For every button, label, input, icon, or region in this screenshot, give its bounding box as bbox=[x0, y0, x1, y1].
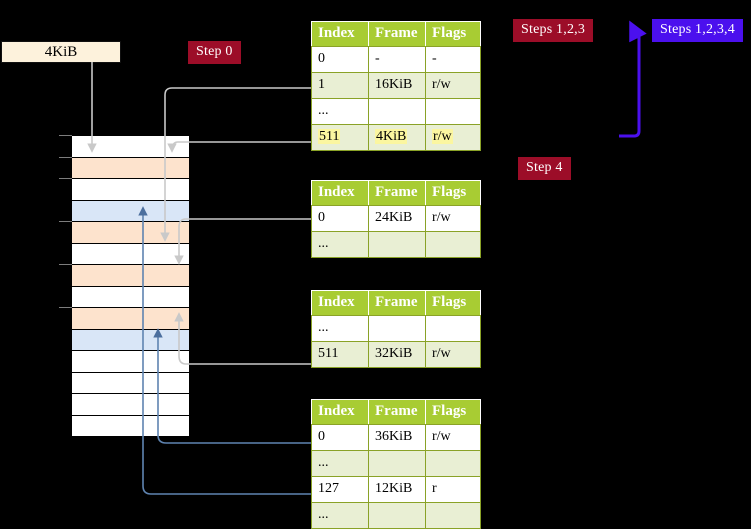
cell-frame bbox=[368, 502, 426, 529]
column-header-flags: Flags bbox=[425, 180, 481, 206]
cell-index: 0 bbox=[311, 205, 369, 232]
wire-pd-entry511-to-memory bbox=[174, 312, 311, 365]
wire-pdpt-entry0-to-memory bbox=[174, 218, 311, 265]
cell-frame bbox=[368, 231, 426, 258]
cell-flags: r/w bbox=[425, 341, 481, 368]
cell-frame: 16KiB bbox=[368, 72, 426, 99]
cell-flags: - bbox=[425, 46, 481, 73]
cell-index: 1 bbox=[311, 72, 369, 99]
memory-tick-0 bbox=[59, 135, 72, 136]
memory-frame-2 bbox=[71, 178, 190, 201]
memory-frame-0 bbox=[71, 135, 190, 158]
memory-frame-12 bbox=[71, 393, 190, 416]
column-header-frame: Frame bbox=[368, 399, 426, 425]
cell-flags: r/w bbox=[425, 124, 481, 151]
memory-frame-10 bbox=[71, 350, 190, 373]
cell-index: ... bbox=[311, 450, 369, 477]
column-header-flags: Flags bbox=[425, 21, 481, 47]
cell-index: 127 bbox=[311, 476, 369, 503]
cell-flags bbox=[425, 450, 481, 477]
cell-index: ... bbox=[311, 231, 369, 258]
column-header-flags: Flags bbox=[425, 290, 481, 316]
cell-index: ... bbox=[311, 502, 369, 529]
memory-tick-2 bbox=[59, 178, 72, 179]
cell-frame bbox=[368, 450, 426, 477]
cell-index: 0 bbox=[311, 46, 369, 73]
cell-frame: 36KiB bbox=[368, 424, 426, 451]
cell-frame bbox=[368, 315, 426, 342]
column-header-index: Index bbox=[311, 21, 369, 47]
memory-frame-1 bbox=[71, 156, 190, 179]
steps-1234-badge: Steps 1,2,3,4 bbox=[652, 19, 743, 42]
cell-flags: r/w bbox=[425, 72, 481, 99]
cell-frame: 12KiB bbox=[368, 476, 426, 503]
cell-frame: 4KiB bbox=[368, 124, 426, 151]
cell-flags bbox=[425, 502, 481, 529]
steps-123-badge: Steps 1,2,3 bbox=[513, 19, 594, 42]
cell-flags bbox=[425, 98, 481, 125]
physical-memory-column bbox=[59, 135, 190, 437]
cell-frame: 32KiB bbox=[368, 341, 426, 368]
table-row: 0-- bbox=[311, 46, 481, 73]
table-row: ... bbox=[311, 502, 481, 529]
column-header-index: Index bbox=[311, 399, 369, 425]
cell-index: 511 bbox=[311, 124, 369, 151]
memory-frame-13 bbox=[71, 414, 190, 437]
memory-tick-6 bbox=[59, 264, 72, 265]
cell-flags: r/w bbox=[425, 205, 481, 232]
column-header-frame: Frame bbox=[368, 180, 426, 206]
memory-frame-4 bbox=[71, 221, 190, 244]
cell-flags bbox=[425, 231, 481, 258]
memory-tick-8 bbox=[59, 307, 72, 308]
table-row: ... bbox=[311, 450, 481, 477]
step-0-badge: Step 0 bbox=[188, 41, 241, 64]
memory-frame-7 bbox=[71, 285, 190, 308]
cell-index: 0 bbox=[311, 424, 369, 451]
cell-flags: r bbox=[425, 476, 481, 503]
memory-tick-4 bbox=[59, 221, 72, 222]
memory-frame-11 bbox=[71, 371, 190, 394]
cell-index: 511 bbox=[311, 341, 369, 368]
memory-frame-6 bbox=[71, 264, 190, 287]
cell-flags bbox=[425, 315, 481, 342]
cell-index: ... bbox=[311, 315, 369, 342]
wire-steps-1234-bracket bbox=[619, 20, 647, 138]
table-row: ... bbox=[311, 98, 481, 125]
memory-frame-9 bbox=[71, 328, 190, 351]
column-header-index: Index bbox=[311, 290, 369, 316]
table-row: ... bbox=[311, 315, 481, 342]
memory-frame-8 bbox=[71, 307, 190, 330]
cell-flags: r/w bbox=[425, 424, 481, 451]
memory-tick-1 bbox=[59, 156, 72, 158]
cell-frame: - bbox=[368, 46, 426, 73]
column-header-index: Index bbox=[311, 180, 369, 206]
wire-pml4-entry511-to-memory bbox=[167, 141, 311, 153]
step-4-badge: Step 4 bbox=[518, 157, 571, 180]
cell-frame: 24KiB bbox=[368, 205, 426, 232]
memory-frame-3 bbox=[71, 199, 190, 222]
memory-frame-5 bbox=[71, 242, 190, 265]
cell-index: ... bbox=[311, 98, 369, 125]
column-header-frame: Frame bbox=[368, 290, 426, 316]
page-4kib-box: 4KiB bbox=[1, 41, 121, 63]
column-header-flags: Flags bbox=[425, 399, 481, 425]
table-row: ... bbox=[311, 231, 481, 258]
cell-frame bbox=[368, 98, 426, 125]
column-header-frame: Frame bbox=[368, 21, 426, 47]
